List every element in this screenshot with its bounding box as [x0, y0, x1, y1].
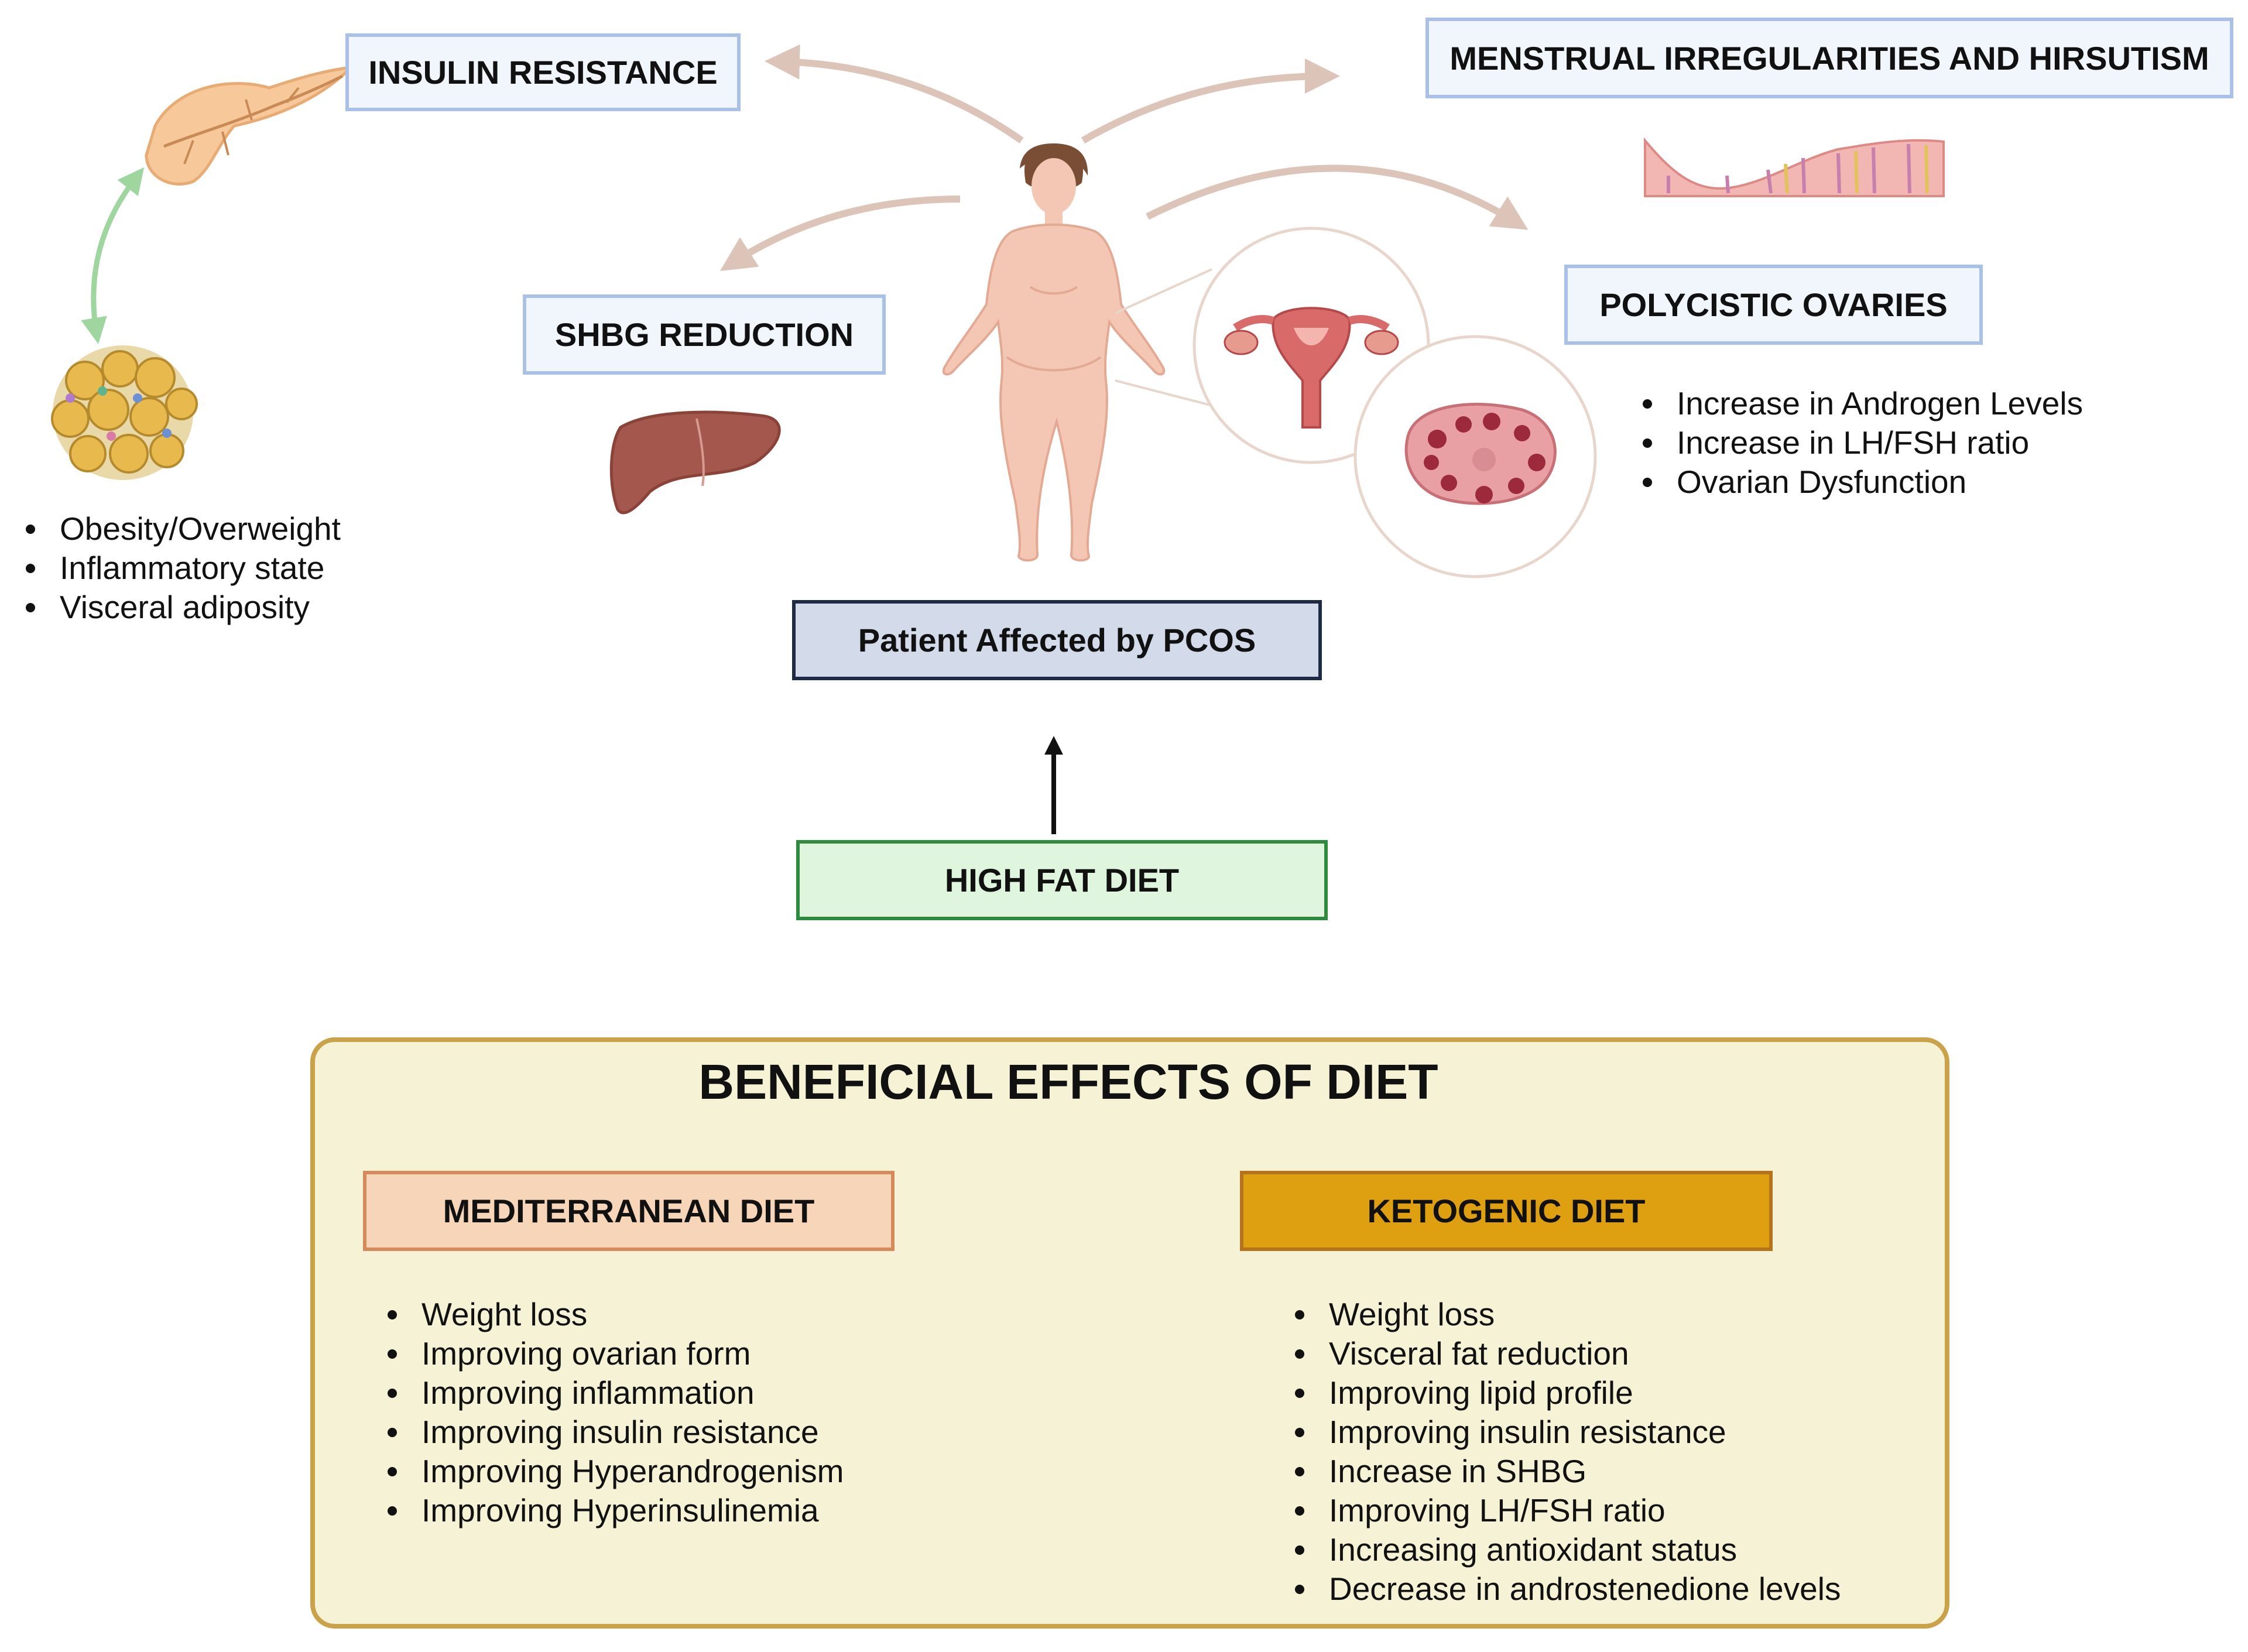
arrow-pancreas-adipose [81, 167, 145, 344]
insulin-resistance-label: INSULIN RESISTANCE [368, 54, 718, 91]
endometrium-tissue-icon [1644, 137, 1945, 197]
list-item: Visceral adiposity [23, 588, 341, 627]
list-item: Ovarian Dysfunction [1640, 462, 2083, 502]
patient-label: Patient Affected by PCOS [858, 622, 1256, 659]
list-item: Improving inflammation [385, 1373, 844, 1413]
ovary-effects-list: Increase in Androgen Levels Increase in … [1640, 384, 2083, 502]
mediterranean-diet-box: MEDITERRANEAN DIET [363, 1171, 895, 1251]
arrow-to-insulin-resistance [765, 44, 1024, 143]
arrow-to-polycystic [1146, 164, 1529, 230]
shbg-reduction-label: SHBG REDUCTION [554, 316, 854, 353]
list-item: Improving lipid profile [1293, 1373, 1841, 1413]
list-item: Increasing antioxidant status [1293, 1530, 1841, 1569]
arrow-to-menstrual [1081, 59, 1340, 144]
ketogenic-benefits-list: Weight loss Visceral fat reduction Impro… [1293, 1295, 1841, 1609]
polycystic-ovary-icon [1353, 335, 1597, 578]
list-item: Improving Hyperandrogenism [385, 1452, 844, 1491]
ketogenic-diet-box: KETOGENIC DIET [1240, 1171, 1773, 1251]
list-item: Obesity/Overweight [23, 509, 341, 549]
mediterranean-diet-label: MEDITERRANEAN DIET [443, 1192, 815, 1229]
list-item: Improving LH/FSH ratio [1293, 1491, 1841, 1530]
list-item: Improving ovarian form [385, 1334, 844, 1373]
list-item: Increase in SHBG [1293, 1452, 1841, 1491]
menstrual-label: MENSTRUAL IRREGULARITIES AND HIRSUTISM [1449, 39, 2209, 77]
pancreas-icon [145, 65, 355, 186]
adipose-tissue-icon [51, 345, 198, 480]
list-item: Improving insulin resistance [1293, 1413, 1841, 1452]
list-item: Decrease in androstenedione levels [1293, 1569, 1841, 1609]
woman-figure-icon [942, 143, 1166, 562]
ketogenic-diet-label: KETOGENIC DIET [1367, 1192, 1646, 1229]
beneficial-effects-panel [310, 1037, 1949, 1629]
high-fat-diet-box: HIGH FAT DIET [796, 840, 1328, 920]
list-item: Weight loss [1293, 1295, 1841, 1334]
high-fat-diet-label: HIGH FAT DIET [944, 862, 1180, 899]
arrow-to-shbg [719, 196, 961, 272]
list-item: Increase in Androgen Levels [1640, 384, 2083, 423]
patient-box: Patient Affected by PCOS [792, 600, 1322, 680]
list-item: Improving insulin resistance [385, 1413, 844, 1452]
beneficial-effects-title: BENEFICIAL EFFECTS OF DIET [698, 1054, 1438, 1109]
zoom-line-upper [1115, 268, 1212, 314]
list-item: Visceral fat reduction [1293, 1334, 1841, 1373]
menstrual-box: MENSTRUAL IRREGULARITIES AND HIRSUTISM [1425, 18, 2233, 98]
shbg-reduction-box: SHBG REDUCTION [523, 294, 886, 375]
list-item: Increase in LH/FSH ratio [1640, 423, 2083, 462]
polycystic-ovaries-box: POLYCISTIC OVARIES [1564, 265, 1983, 345]
list-item: Inflammatory state [23, 549, 341, 588]
list-item: Weight loss [385, 1295, 844, 1334]
list-item: Improving Hyperinsulinemia [385, 1491, 844, 1530]
mediterranean-benefits-list: Weight loss Improving ovarian form Impro… [385, 1295, 844, 1530]
insulin-resistance-box: INSULIN RESISTANCE [345, 33, 741, 111]
adipose-effects-list: Obesity/Overweight Inflammatory state Vi… [23, 509, 341, 627]
polycystic-ovaries-label: POLYCISTIC OVARIES [1599, 286, 1948, 323]
liver-icon [609, 410, 781, 515]
